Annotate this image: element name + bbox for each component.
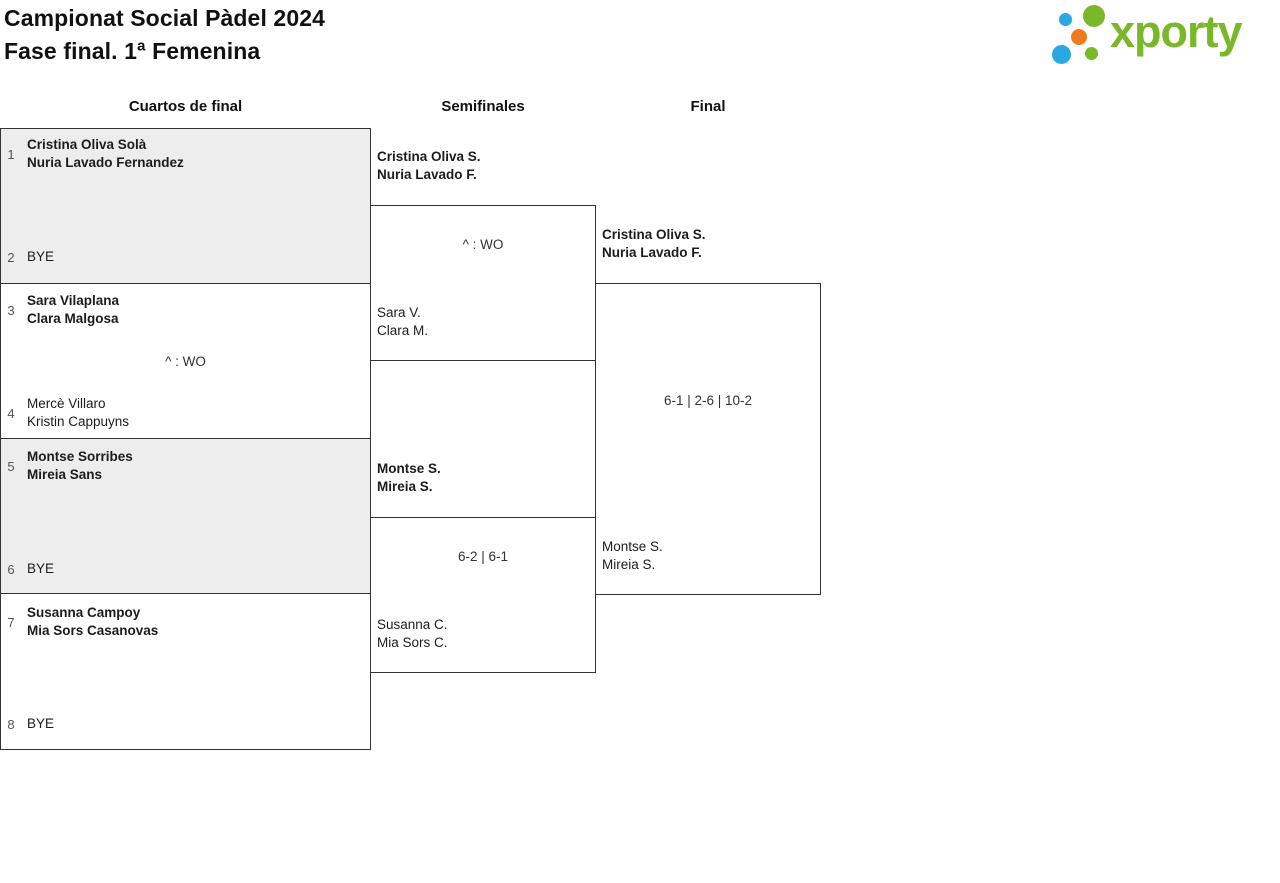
player-name: Sara V. bbox=[377, 305, 421, 320]
round-header-final: Final bbox=[690, 98, 726, 115]
player-name: Nuria Lavado Fernandez bbox=[27, 155, 184, 170]
xporty-logo[interactable]: xporty bbox=[1045, 0, 1280, 70]
qf2-team-bottom: 4 Mercè Villaro Kristin Cappuyns bbox=[3, 395, 129, 431]
sf2-team-top: Montse S. Mireia S. bbox=[377, 460, 441, 496]
player-name: Clara M. bbox=[377, 323, 429, 338]
player-name: Clara Malgosa bbox=[27, 311, 119, 326]
player-name: Cristina Oliva Solà bbox=[27, 137, 147, 152]
bye-label: BYE bbox=[27, 716, 55, 731]
sf-match-1-box bbox=[370, 205, 596, 361]
player-name: Susanna Campoy bbox=[27, 605, 141, 620]
seed-number: 2 bbox=[7, 249, 15, 265]
sf2-score: 6-2 | 6-1 bbox=[457, 549, 509, 564]
player-name: Kristin Cappuyns bbox=[27, 414, 130, 429]
final-score: 6-1 | 2-6 | 10-2 bbox=[663, 393, 753, 408]
qf3-team-top: 5 Montse Sorribes Mireia Sans bbox=[3, 448, 133, 484]
sf1-team-top: Cristina Oliva S. Nuria Lavado F. bbox=[377, 148, 481, 184]
final-team-bottom: Montse S. Mireia S. bbox=[602, 538, 663, 574]
qf1-team-top: 1 Cristina Oliva Solà Nuria Lavado Ferna… bbox=[3, 136, 184, 172]
qf2-score: ^ : WO bbox=[165, 354, 206, 369]
sf2-team-bottom: Susanna C. Mia Sors C. bbox=[377, 616, 448, 652]
player-name: Mireia Sans bbox=[27, 467, 103, 482]
qf4-team-top: 7 Susanna Campoy Mia Sors Casanovas bbox=[3, 604, 158, 640]
final-match-box bbox=[595, 283, 821, 595]
player-name: Cristina Oliva S. bbox=[602, 227, 706, 242]
player-name: Mia Sors Casanovas bbox=[27, 623, 159, 638]
qf1-team-bottom: 2 BYE bbox=[3, 248, 54, 266]
qf-match-4-box bbox=[0, 593, 371, 750]
player-name: Mercè Villaro bbox=[27, 396, 106, 411]
bye-label: BYE bbox=[27, 249, 55, 264]
player-name: Cristina Oliva S. bbox=[377, 149, 481, 164]
logo-dot-blue-small-icon bbox=[1059, 13, 1072, 26]
seed-number: 3 bbox=[7, 302, 15, 318]
logo-dot-blue-big-icon bbox=[1052, 45, 1071, 64]
tournament-title: Campionat Social Pàdel 2024 bbox=[4, 5, 325, 31]
player-name: Mia Sors C. bbox=[377, 635, 448, 650]
logo-wordmark: xporty bbox=[1110, 6, 1243, 57]
player-name: Mireia S. bbox=[377, 479, 433, 494]
seed-number: 1 bbox=[7, 146, 15, 162]
player-name: Nuria Lavado F. bbox=[602, 245, 702, 260]
logo-dot-orange-icon bbox=[1071, 29, 1087, 45]
player-name: Mireia S. bbox=[602, 557, 656, 572]
qf2-team-top: 3 Sara Vilaplana Clara Malgosa bbox=[3, 292, 119, 328]
sf-match-2-box bbox=[370, 517, 596, 673]
seed-number: 8 bbox=[7, 716, 15, 732]
round-header-semifinals: Semifinales bbox=[441, 98, 525, 115]
seed-number: 6 bbox=[7, 561, 15, 577]
phase-subtitle: Fase final. 1ª Femenina bbox=[4, 38, 261, 64]
player-name: Sara Vilaplana bbox=[27, 293, 120, 308]
qf4-team-bottom: 8 BYE bbox=[3, 715, 54, 733]
seed-number: 7 bbox=[7, 614, 15, 630]
logo-dot-green-big-icon bbox=[1083, 5, 1105, 27]
player-name: Nuria Lavado F. bbox=[377, 167, 477, 182]
bye-label: BYE bbox=[27, 561, 55, 576]
seed-number: 5 bbox=[7, 458, 15, 474]
player-name: Montse S. bbox=[377, 461, 441, 476]
player-name: Montse S. bbox=[602, 539, 663, 554]
sf1-score: ^ : WO bbox=[462, 237, 504, 252]
sf1-team-bottom: Sara V. Clara M. bbox=[377, 304, 428, 340]
seed-number: 4 bbox=[7, 405, 15, 421]
page-title: Campionat Social Pàdel 2024 Fase final. … bbox=[4, 2, 325, 68]
round-header-quarterfinals: Cuartos de final bbox=[128, 98, 243, 115]
final-team-top: Cristina Oliva S. Nuria Lavado F. bbox=[602, 226, 706, 262]
player-name: Montse Sorribes bbox=[27, 449, 133, 464]
qf-match-1-box bbox=[0, 128, 371, 284]
qf-match-2-box bbox=[0, 283, 371, 439]
player-name: Susanna C. bbox=[377, 617, 448, 632]
logo-dot-green-small-icon bbox=[1085, 47, 1098, 60]
qf3-team-bottom: 6 BYE bbox=[3, 560, 54, 578]
